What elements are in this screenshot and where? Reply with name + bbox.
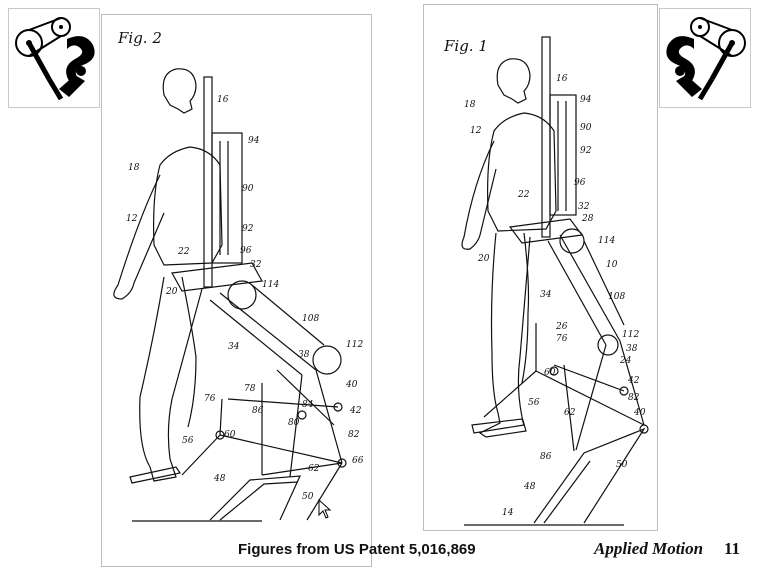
fig2-ref: 94 [248,136,260,146]
fig1-ref: 34 [540,290,552,300]
fig2-ref: 38 [298,350,310,360]
fig1-ref: 48 [523,482,536,492]
fig2-ref: 34 [228,342,240,352]
fig2-ref: 16 [217,95,229,105]
fig1-reference-numbers: 16 94 18 12 90 92 22 96 32 28 114 20 10 … [464,74,646,518]
right-logo [659,8,751,108]
fig1-ref: 94 [580,95,592,105]
fig1-ref: 22 [517,190,530,200]
fig1-ref: 18 [464,100,476,110]
pedaling-figure-icon [666,17,746,101]
fig2-ref: 84 [302,400,314,410]
figure-caption: Figures from US Patent 5,016,869 [238,541,476,558]
fig1-label: Fig. 1 [444,37,488,55]
fig2-drawing: 16 94 18 90 12 92 22 96 32 20 114 108 11… [113,68,364,522]
fig1-ref: 50 [616,460,628,470]
fig1-ref: 16 [556,74,568,84]
fig1-ref: 26 [555,322,568,332]
fig1-ref: 10 [606,260,618,270]
fig2-panel: 16 94 18 90 12 92 22 96 32 20 114 108 11… [101,14,372,567]
fig2-ref: 48 [213,474,226,484]
page-number: 11 [724,539,741,558]
fig2-ref: 60 [224,430,236,440]
footer-title: Applied Motion [594,539,704,558]
fig1-ref: 90 [580,123,592,133]
fig2-ref: 90 [242,184,254,194]
fig1-ref: 76 [556,334,568,344]
fig2-ref: 22 [177,247,190,257]
mouse-cursor-icon [318,499,332,519]
fig2-ref: 82 [348,430,360,440]
fig2-ref: 20 [165,287,178,297]
fig2-ref: 108 [302,314,319,324]
fig2-ref: 56 [182,436,194,446]
fig1-ref: 62 [564,408,576,418]
fig2-ref: 76 [204,394,216,404]
fig2-ref: 42 [349,406,362,416]
fig1-ref: 108 [608,292,625,302]
fig2-ref: 114 [262,280,279,290]
fig2-ref: 92 [242,224,254,234]
fig1-ref: 82 [628,393,640,403]
fig2-ref: 50 [302,492,314,502]
fig2-ref: 86 [252,406,264,416]
fig2-ref: 12 [126,214,138,224]
fig2-ref: 78 [244,384,256,394]
fig1-ref: 96 [574,178,586,188]
fig1-ref: 20 [477,254,490,264]
fig1-ref: 40 [633,408,646,418]
fig1-ref: 38 [626,344,638,354]
fig1-ref: 42 [627,376,640,386]
fig1-ref: 14 [502,508,514,518]
fig2-ref: 80 [288,418,300,428]
pedaling-figure-icon [15,17,95,101]
fig2-ref: 62 [308,464,320,474]
fig1-ref: 28 [581,214,594,224]
fig2-ref: 40 [345,380,358,390]
fig1-ref: 24 [619,356,632,366]
fig1-panel: 16 94 18 12 90 92 22 96 32 28 114 20 10 … [423,4,658,531]
left-logo [8,8,100,108]
fig1-ref: 56 [528,398,540,408]
fig2-reference-numbers: 16 94 18 90 12 92 22 96 32 20 114 108 11… [126,95,364,502]
fig2-ref: 96 [240,246,252,256]
fig1-drawing: 16 94 18 12 90 92 22 96 32 28 114 20 10 … [461,36,649,526]
fig2-ref: 32 [250,260,262,270]
fig1-ref: 86 [540,452,552,462]
fig1-ref: 32 [578,202,590,212]
fig2-ref: 18 [128,163,140,173]
fig1-ref: 92 [580,146,592,156]
fig2-ref: 112 [346,340,363,350]
fig1-ref: 60 [544,368,556,378]
fig1-ref: 114 [598,236,615,246]
fig2-label: Fig. 2 [118,29,162,47]
fig2-ref: 66 [352,456,364,466]
fig1-ref: 12 [470,126,482,136]
fig1-ref: 112 [622,330,639,340]
